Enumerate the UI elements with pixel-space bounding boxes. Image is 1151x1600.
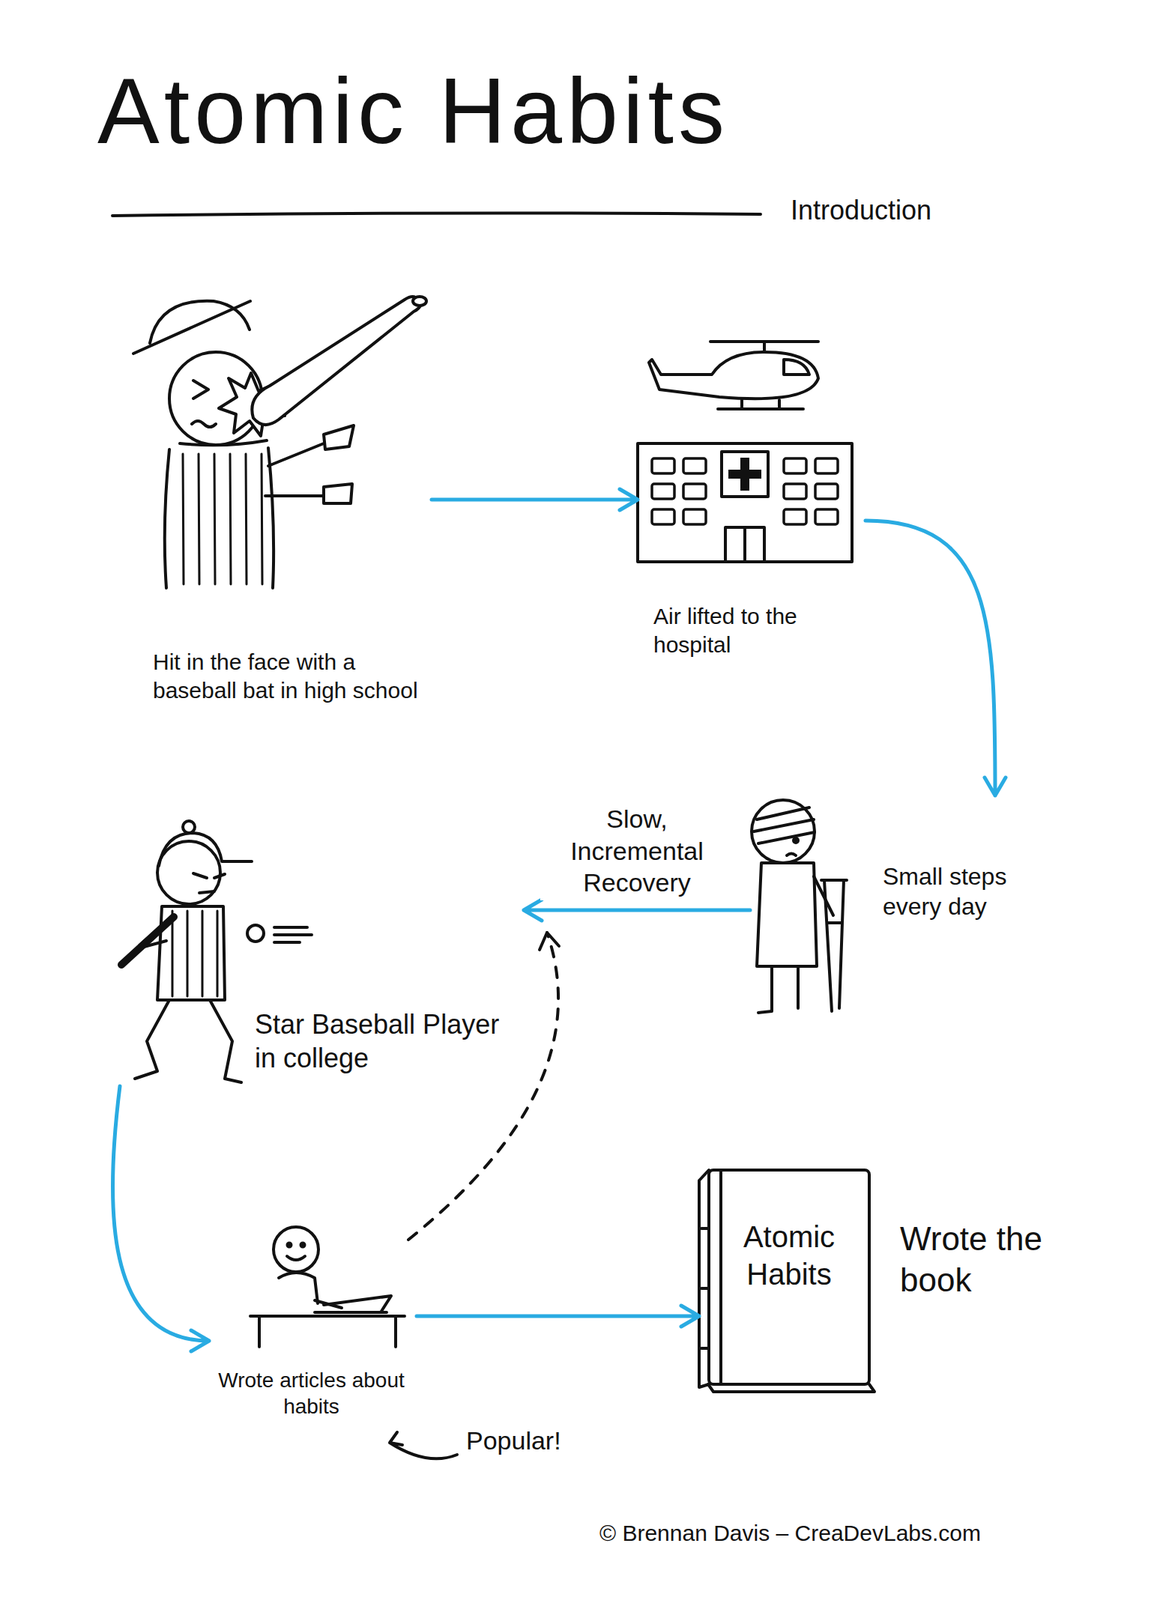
step-node: Small steps every day	[750, 795, 1066, 1016]
step-node: Star Baseball Player in college	[117, 831, 524, 1087]
popular-pointer	[389, 1432, 458, 1459]
dashed-leader-head	[539, 932, 560, 951]
flow-arrow	[865, 520, 1006, 796]
step-caption: Star Baseball Player in college	[254, 1007, 521, 1076]
flow-arrow	[523, 899, 751, 921]
step-caption: Hit in the face with a baseball bat in h…	[152, 648, 429, 705]
dashed-leader	[408, 932, 559, 1241]
book-figure	[699, 1170, 875, 1393]
step-node: Wrote articles about habits	[209, 1224, 417, 1425]
flow-arrow	[112, 1086, 210, 1352]
step-node: Hit in the face with a baseball bat in h…	[132, 275, 432, 742]
heading-rule	[112, 212, 761, 216]
credit-label: © Brennan Davis – CreaDevLabs.com	[599, 1519, 981, 1549]
step-node: Atomic Habits Wrote the book	[699, 1173, 1065, 1388]
section-label: Introduction	[790, 193, 932, 228]
hit-batter-figure	[133, 296, 427, 589]
step-node: Air lifted to the hospital	[637, 331, 866, 664]
helicopter-hospital-figure	[637, 341, 853, 563]
title-text: Atomic Habits	[97, 59, 730, 162]
flow-arrow	[416, 1306, 700, 1328]
step-caption: Wrote the book	[899, 1218, 1062, 1301]
step-caption: Wrote articles about habits	[209, 1367, 414, 1421]
book-cover-title: Atomic Habits	[721, 1218, 857, 1294]
step-caption: Small steps every day	[882, 861, 1063, 922]
step-caption: Air lifted to the hospital	[653, 602, 863, 659]
crutch-person-figure	[751, 800, 847, 1014]
flow-arrow	[431, 489, 638, 511]
writer-figure	[250, 1227, 405, 1348]
note-label: Popular!	[466, 1425, 562, 1458]
edge-label: Slow, Incremental Recovery	[540, 801, 734, 901]
